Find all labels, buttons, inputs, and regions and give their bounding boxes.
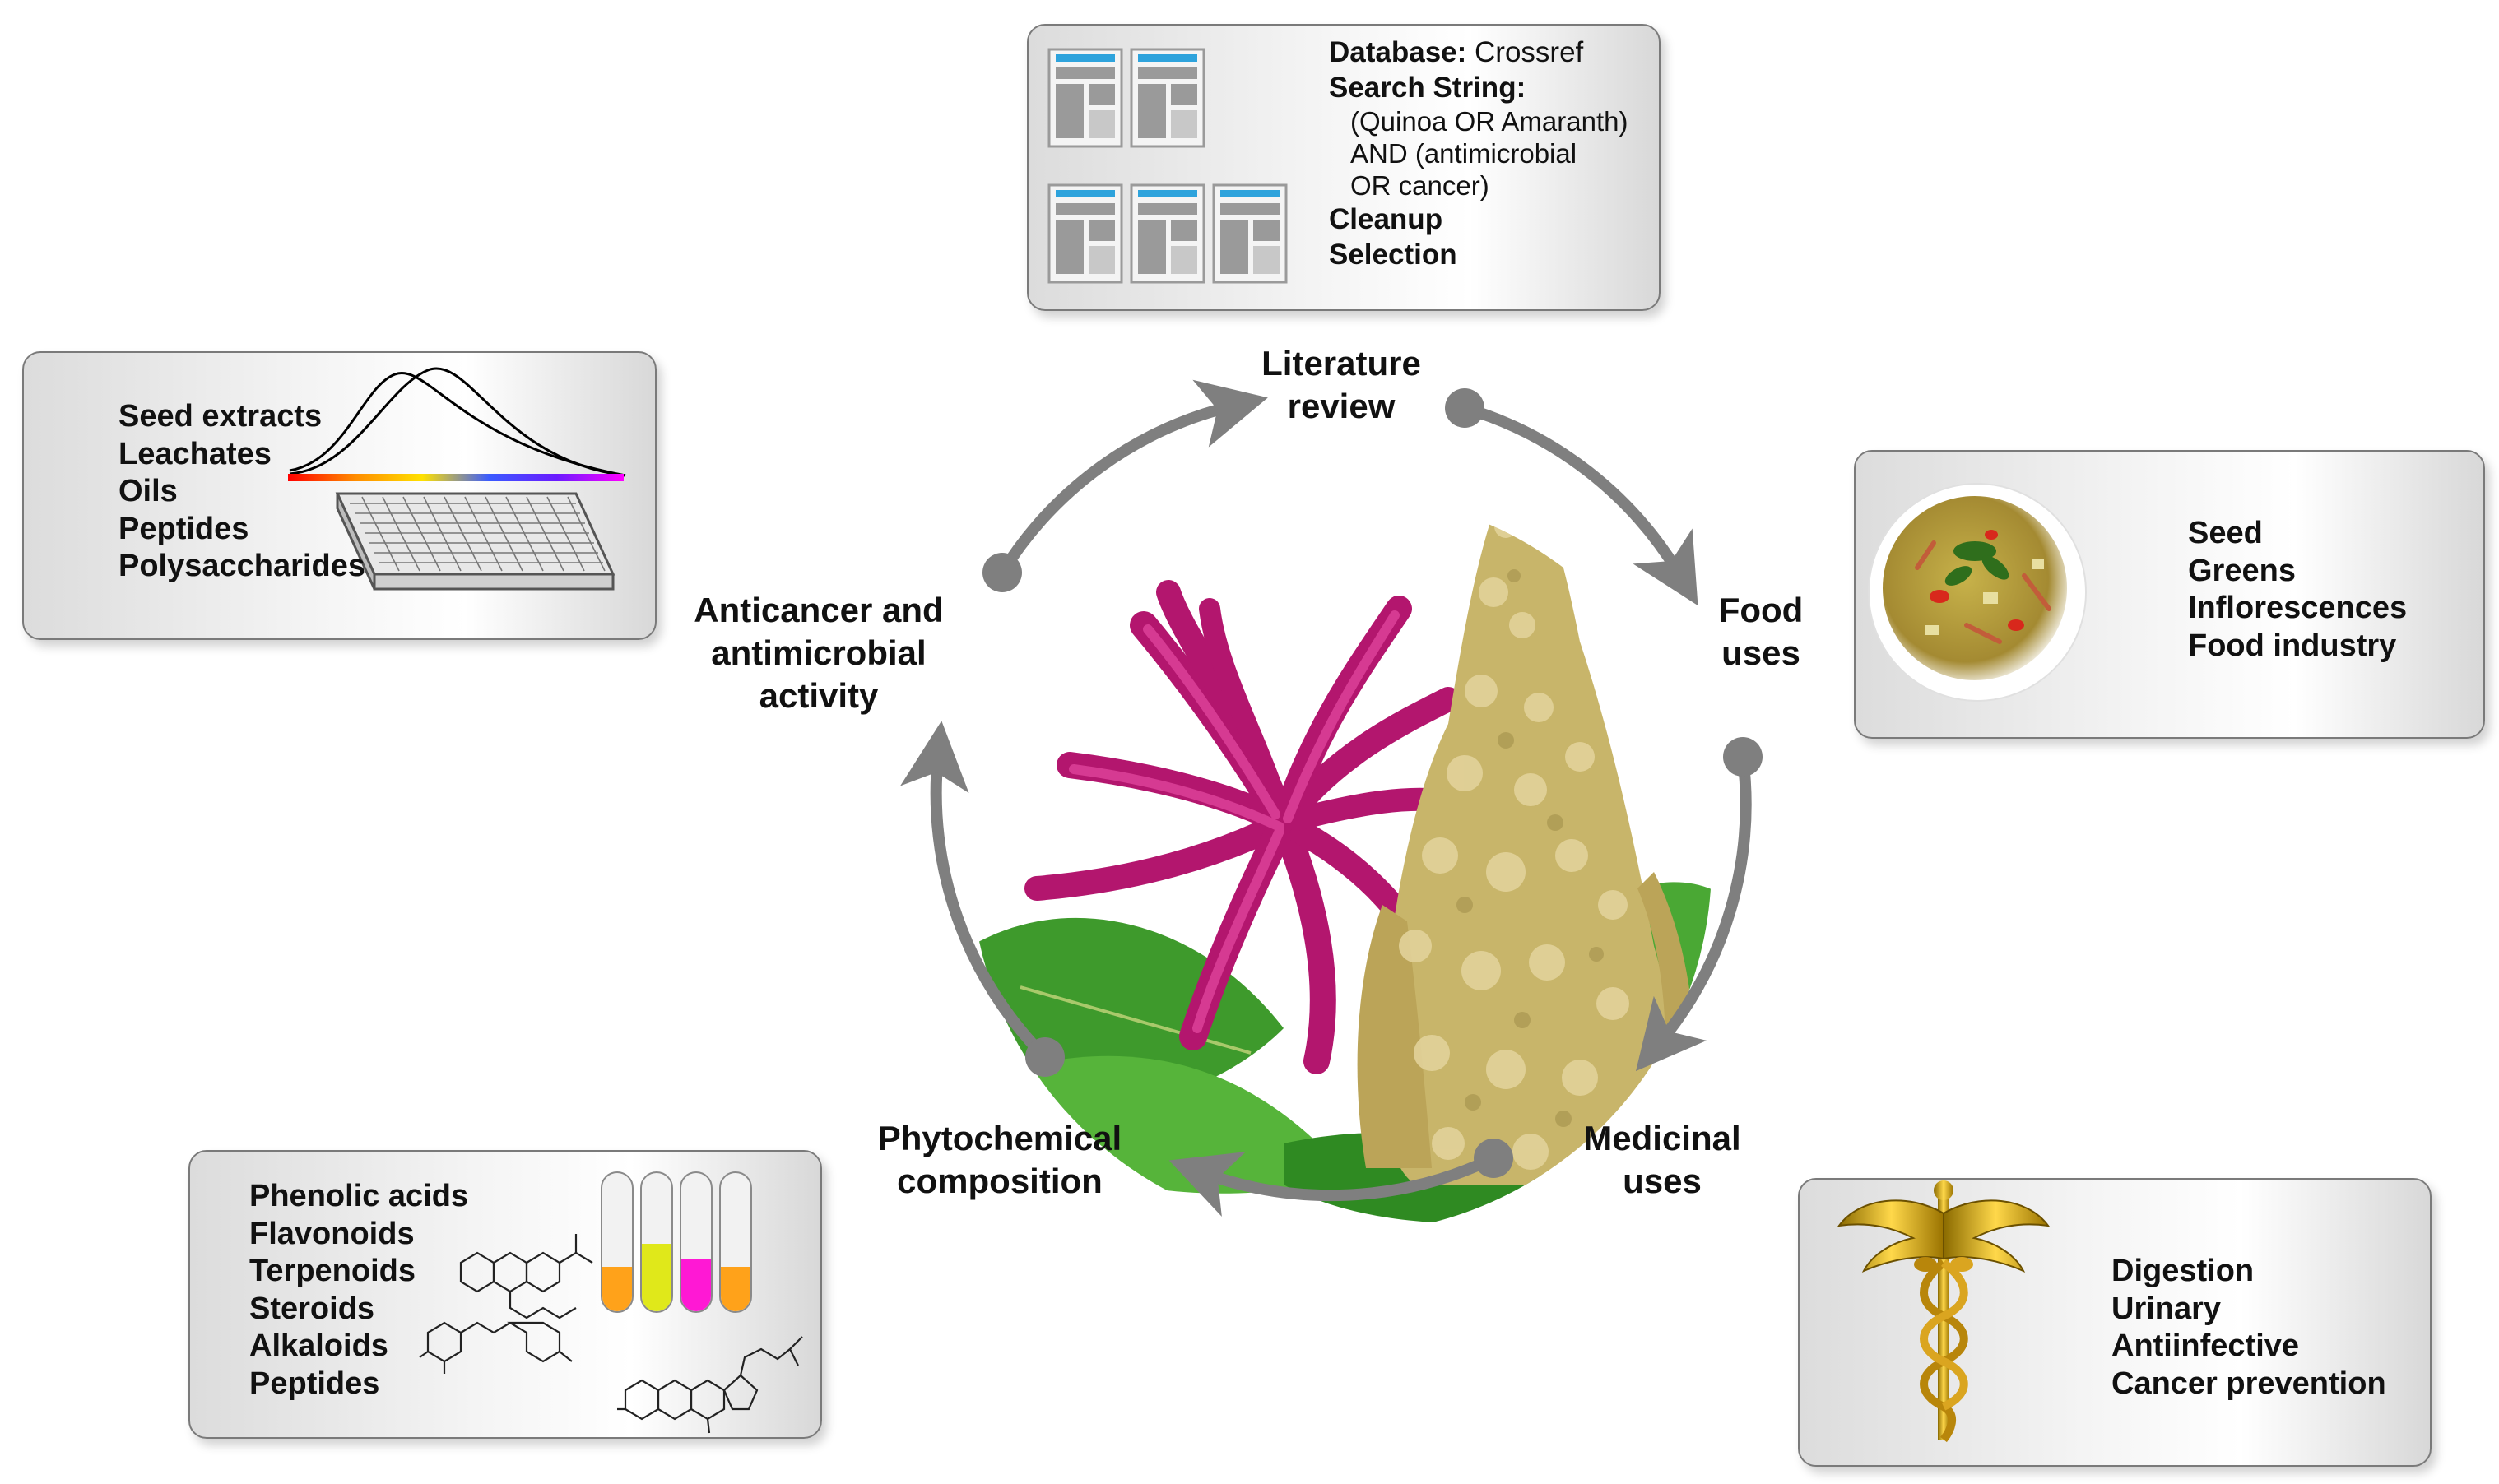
document-icons	[1047, 48, 1288, 284]
cycle-arrows	[899, 379, 1752, 1217]
list-item: Antiinfective	[2111, 1329, 2300, 1363]
cycle-dots	[982, 388, 1763, 1178]
list-item: Flavonoids	[249, 1216, 415, 1251]
medicinal-list: Digestion Urinary Antiinfective Cancer p…	[2111, 1253, 2386, 1403]
stage-medicinal-uses: Medicinal uses	[1583, 1119, 1741, 1200]
document-icon	[1212, 183, 1288, 284]
test-tube-icon	[601, 1171, 752, 1313]
list-item: Leachates	[118, 436, 272, 471]
quinoa-panicle	[1357, 494, 1695, 1185]
stage-anticancer-antimicrobial: Anticancer and antimicrobial activity	[694, 591, 944, 715]
list-item: Urinary	[2111, 1291, 2222, 1326]
list-item: Cancer prevention	[2111, 1366, 2386, 1401]
search-line: (Quinoa OR Amaranth)	[1350, 106, 1628, 137]
stage-phytochemical-composition: Phytochemical composition	[877, 1119, 1122, 1200]
food-list: Seed Greens Inflorescences Food industry	[2188, 515, 2407, 665]
spectrum-curve-icon	[288, 367, 626, 481]
caduceus-icon	[1837, 1180, 2051, 1443]
arrow-to-literature	[996, 379, 1268, 578]
selection-label: Selection	[1329, 239, 1457, 271]
list-item: Phenolic acids	[249, 1179, 469, 1213]
list-item: Seed extracts	[118, 399, 323, 434]
document-icon	[1130, 183, 1205, 284]
plant-photo	[971, 494, 1712, 1234]
list-item: Polysaccharides	[118, 549, 365, 583]
search-line: OR cancer)	[1350, 170, 1489, 201]
stage-food-uses: Food uses	[1718, 591, 1804, 672]
microplate-icon	[335, 492, 615, 591]
food-plate-icon	[1868, 483, 2087, 702]
list-item: Greens	[2188, 553, 2296, 588]
stage-literature-review: Literature review	[1261, 344, 1421, 425]
literature-panel-text: Database: Crossref Search String: (Quino…	[1329, 35, 1628, 272]
search-line: AND (antimicrobial	[1350, 138, 1577, 169]
document-icon	[1130, 48, 1205, 148]
list-item: Peptides	[118, 511, 249, 546]
search-string-label: Search String:	[1329, 72, 1526, 104]
list-item: Steroids	[249, 1291, 375, 1326]
list-item: Inflorescences	[2188, 591, 2408, 625]
list-item: Alkaloids	[249, 1329, 388, 1363]
list-item: Food industry	[2188, 628, 2397, 663]
arrow-to-phytochemical	[1168, 1152, 1499, 1217]
activity-list: Seed extracts Leachates Oils Peptides Po…	[118, 398, 365, 586]
phytochemical-list: Phenolic acids Flavonoids Terpenoids Ste…	[249, 1178, 468, 1403]
list-item: Digestion	[2111, 1254, 2255, 1288]
arrow-to-food	[1459, 402, 1698, 606]
document-icon	[1047, 183, 1123, 284]
arrow-to-medicinal	[1635, 751, 1752, 1072]
database-value: Crossref	[1475, 36, 1584, 68]
molecule-icon	[419, 1234, 803, 1434]
list-item: Seed	[2188, 516, 2263, 550]
arrow-to-activity	[899, 721, 1051, 1063]
document-icon	[1047, 48, 1123, 148]
list-item: Oils	[118, 474, 178, 508]
list-item: Terpenoids	[249, 1254, 416, 1288]
phytochemical-panel	[188, 1150, 822, 1439]
list-item: Peptides	[249, 1366, 380, 1401]
database-label: Database:	[1329, 36, 1467, 68]
cleanup-label: Cleanup	[1329, 203, 1443, 235]
